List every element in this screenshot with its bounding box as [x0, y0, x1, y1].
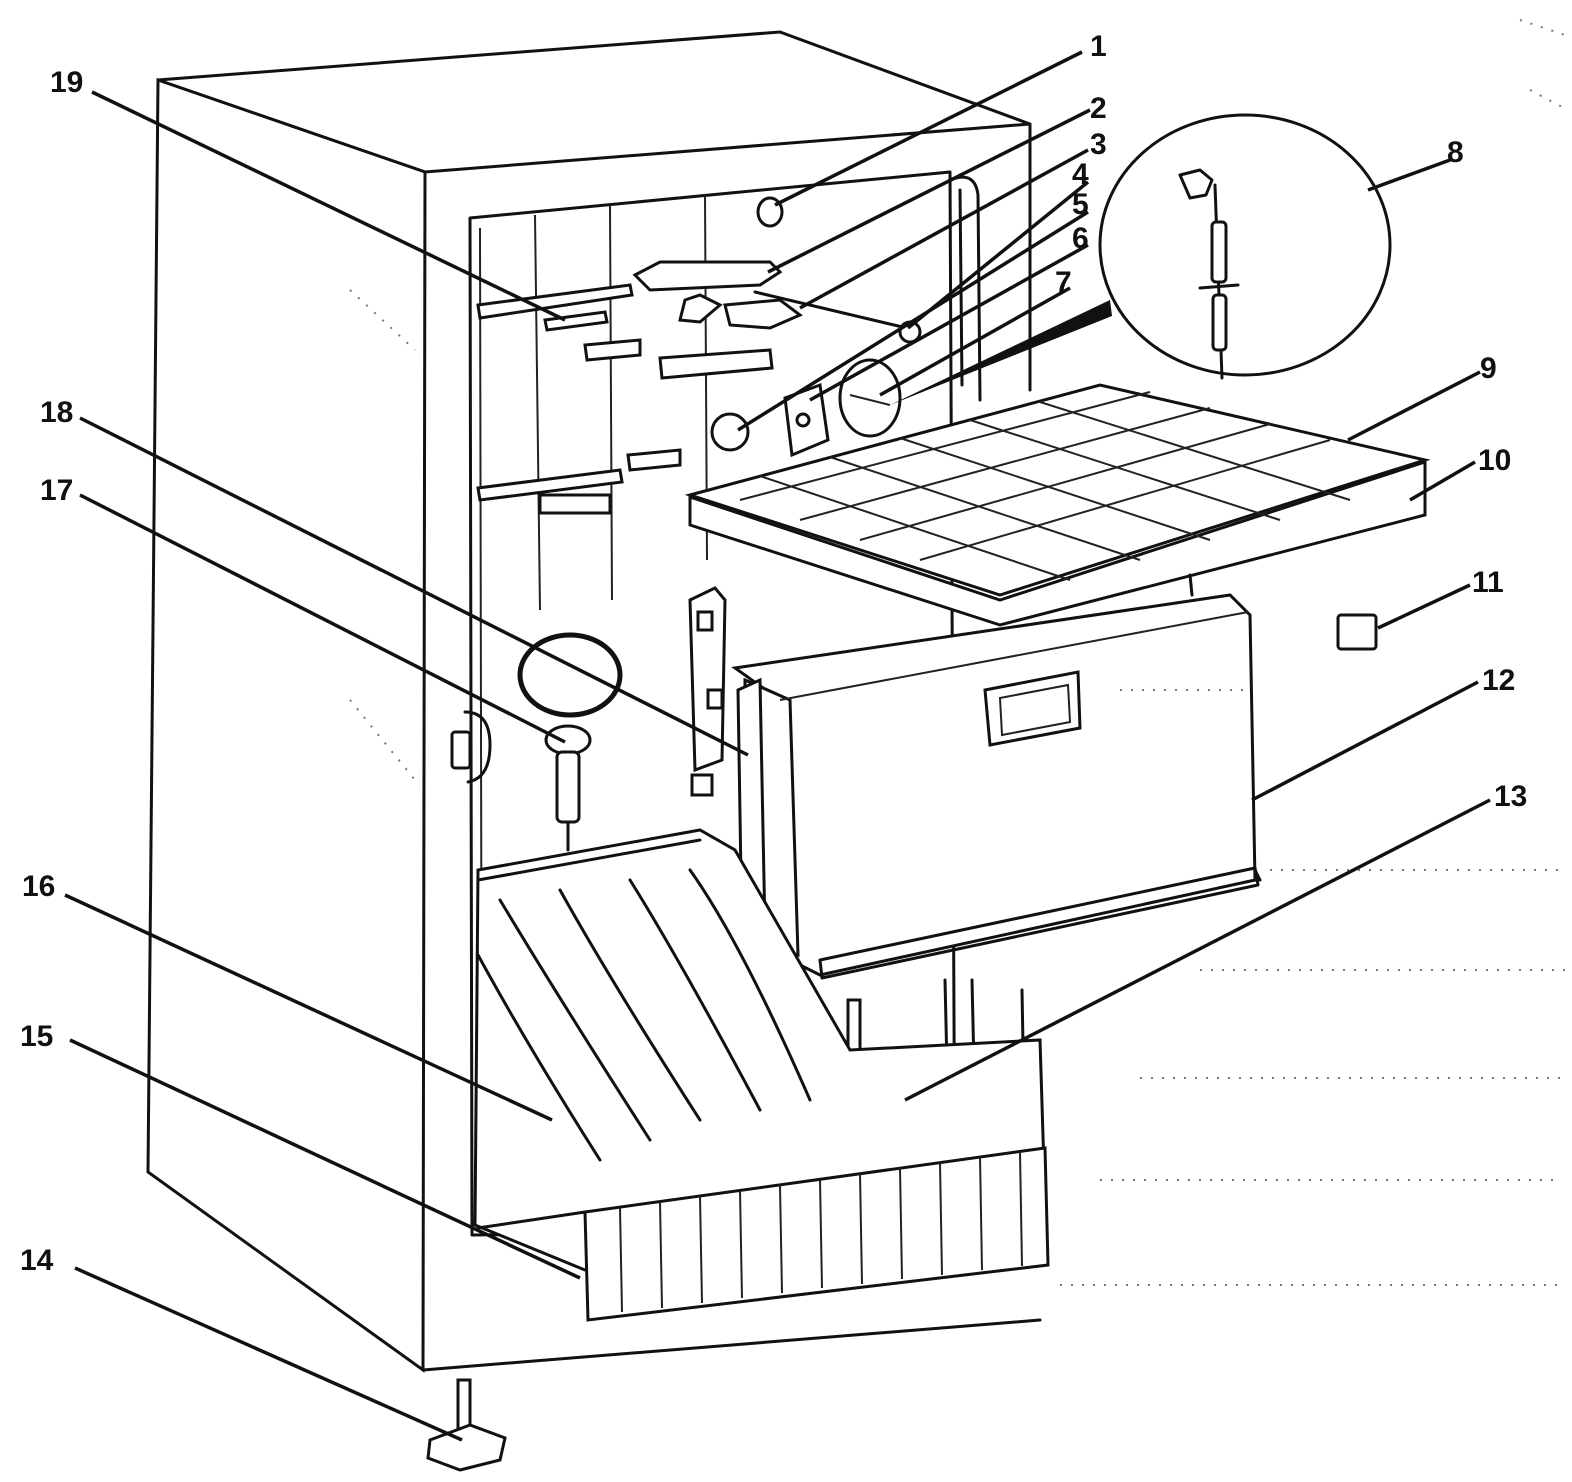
part-17-plug [544, 724, 592, 852]
cabinet [146, 30, 1042, 1373]
callout-8: 8 [1447, 136, 1464, 169]
callout-5: 5 [1072, 188, 1089, 221]
detail-circle-thermostat-probe [890, 113, 1392, 405]
callout-labels: 1 2 3 4 5 6 7 8 9 10 11 12 13 14 15 16 1… [20, 30, 1527, 1277]
callout-16: 16 [22, 870, 55, 903]
callout-10: 10 [1478, 444, 1511, 477]
callout-17: 17 [40, 474, 73, 507]
callout-15: 15 [20, 1020, 53, 1053]
callout-4: 4 [1072, 158, 1089, 191]
part-11-cap [1336, 613, 1378, 651]
callout-1: 1 [1090, 30, 1107, 63]
part-18-ring [517, 632, 623, 718]
callout-11: 11 [1472, 566, 1504, 599]
leader-lines [64, 50, 1491, 1442]
crisper-drawer [731, 593, 1262, 980]
bottom-drawer [473, 828, 1050, 1322]
guide-lines [349, 19, 1569, 1286]
callout-6: 6 [1072, 222, 1089, 255]
callout-2: 2 [1090, 92, 1107, 125]
wire-shelf [684, 383, 1431, 627]
callout-7: 7 [1055, 266, 1072, 299]
callout-14: 14 [20, 1244, 54, 1277]
callout-13: 13 [1494, 780, 1527, 813]
callout-9: 9 [1480, 352, 1497, 385]
upper-fittings [476, 196, 922, 515]
part-14-leveling-foot [426, 1378, 507, 1472]
callout-19: 19 [50, 66, 83, 99]
callout-12: 12 [1482, 664, 1515, 697]
callout-18: 18 [40, 396, 73, 429]
callout-3: 3 [1090, 128, 1107, 161]
